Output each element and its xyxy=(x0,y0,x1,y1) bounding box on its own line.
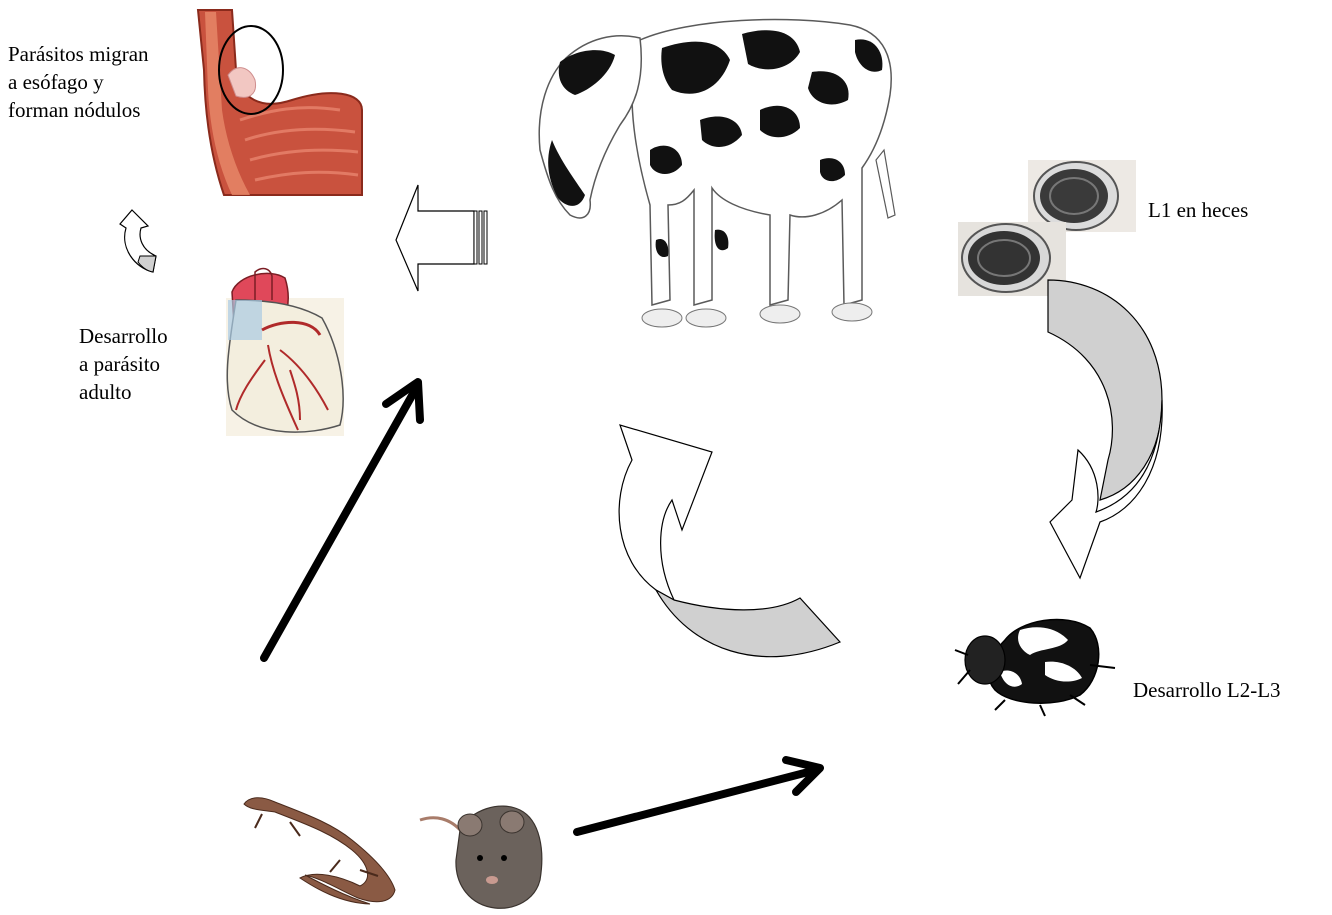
label-esophagus-nodules: Parásitos migran a esófago y forman nódu… xyxy=(8,40,149,124)
striped-left-arrow-icon xyxy=(396,185,487,291)
arrow-to-beetle-icon xyxy=(577,760,820,832)
label-adult-line-1: Desarrollo xyxy=(79,322,168,350)
label-adult-line-3: adulto xyxy=(79,378,168,406)
heart-aorta-illustration-icon xyxy=(226,269,344,436)
center-circular-arrow-icon xyxy=(619,425,840,657)
great-dane-dog-icon xyxy=(539,20,895,327)
dung-beetle-icon xyxy=(955,619,1115,716)
rat-icon xyxy=(420,806,542,908)
stomach-esophagus-illustration-icon xyxy=(198,10,362,195)
label-esophagus-line-3: forman nódulos xyxy=(8,96,149,124)
label-esophagus-line-2: a esófago y xyxy=(8,68,149,96)
larvated-egg-icon xyxy=(958,160,1136,296)
label-l1-feces: L1 en heces xyxy=(1148,196,1248,224)
label-adult-development: Desarrollo a parásito adulto xyxy=(79,322,168,406)
label-l2-l3-development: Desarrollo L2-L3 xyxy=(1133,676,1281,704)
label-adult-line-2: a parásito xyxy=(79,350,168,378)
lizard-icon xyxy=(244,798,395,904)
label-esophagus-line-1: Parásitos migran xyxy=(8,40,149,68)
curved-arrow-down-icon xyxy=(1048,280,1162,578)
small-curved-arrow-icon xyxy=(120,210,156,272)
